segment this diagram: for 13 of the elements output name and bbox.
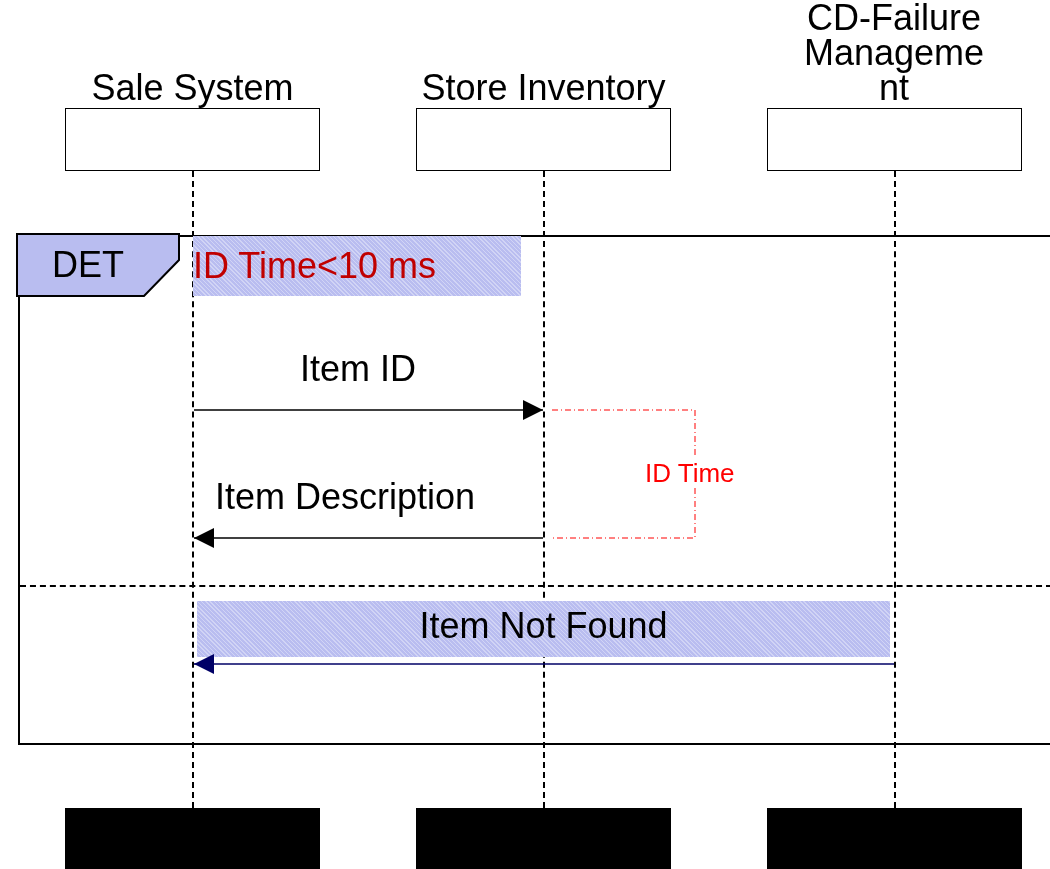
message-arrow xyxy=(193,528,544,548)
guard-condition: ID Time<10 ms xyxy=(193,236,521,296)
lifeline-end-bar xyxy=(767,808,1022,869)
message-arrow xyxy=(193,654,895,674)
lifeline xyxy=(192,171,195,808)
lifeline-end-bar xyxy=(65,808,320,869)
message-arrow xyxy=(193,400,544,420)
lifeline-end-bar xyxy=(416,808,671,869)
fragment-operator: DET xyxy=(52,243,124,287)
message-label: Item Not Found xyxy=(197,601,890,657)
lifeline xyxy=(894,171,897,808)
duration-label: ID Time xyxy=(645,458,735,488)
participant-name: CD-Failure Manageme nt xyxy=(802,0,986,105)
